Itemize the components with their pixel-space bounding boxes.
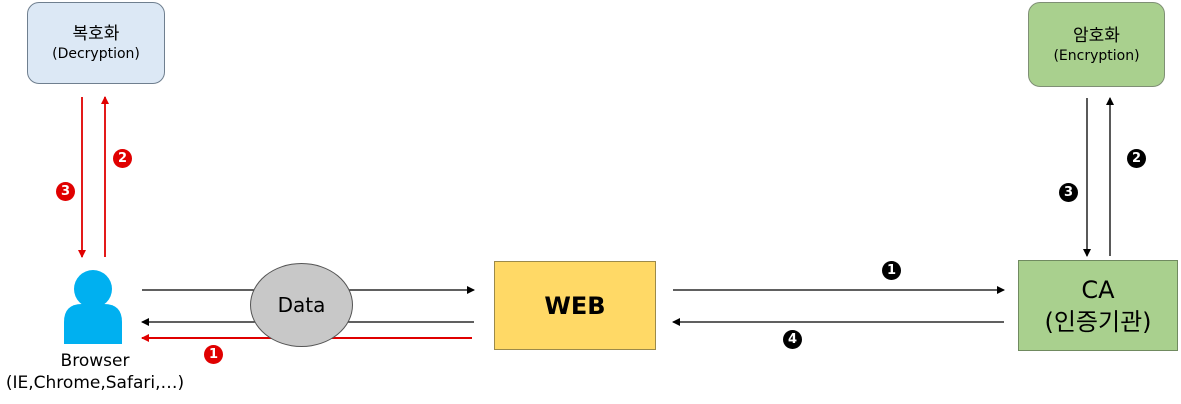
encryption-subtitle: (Encryption) (1053, 47, 1140, 64)
data-label: Data (277, 293, 326, 317)
step-badge-ca-to-web: 4 (783, 330, 802, 349)
ca-sublabel: (인증기관) (1044, 307, 1152, 336)
step-badge-ca-to-encrypt: 2 (1127, 149, 1146, 168)
ca-box: CA (인증기관) (1018, 260, 1178, 351)
decryption-box: 복호화 (Decryption) (27, 2, 165, 84)
encryption-box: 암호화 (Encryption) (1028, 2, 1165, 87)
browser-label: Browser (IE,Chrome,Safari,…) (0, 350, 190, 394)
step-badge-decrypt-out: 3 (56, 182, 75, 201)
browser-examples: (IE,Chrome,Safari,…) (5, 373, 185, 393)
web-label: WEB (544, 291, 606, 320)
step-badge-encrypt-to-ca: 3 (1059, 183, 1078, 202)
data-bubble: Data (250, 263, 353, 347)
browser-title: Browser (60, 351, 130, 371)
step-badge-web-to-ca: 1 (882, 261, 901, 280)
web-server-box: WEB (494, 261, 656, 350)
step-badge-decrypt-in: 2 (113, 149, 132, 168)
person-icon (64, 270, 122, 344)
decryption-title: 복호화 (72, 24, 120, 44)
ca-label: CA (1081, 275, 1115, 304)
step-badge-browser-request: 1 (204, 345, 223, 364)
encryption-title: 암호화 (1073, 25, 1120, 46)
decryption-subtitle: (Decryption) (52, 46, 140, 62)
